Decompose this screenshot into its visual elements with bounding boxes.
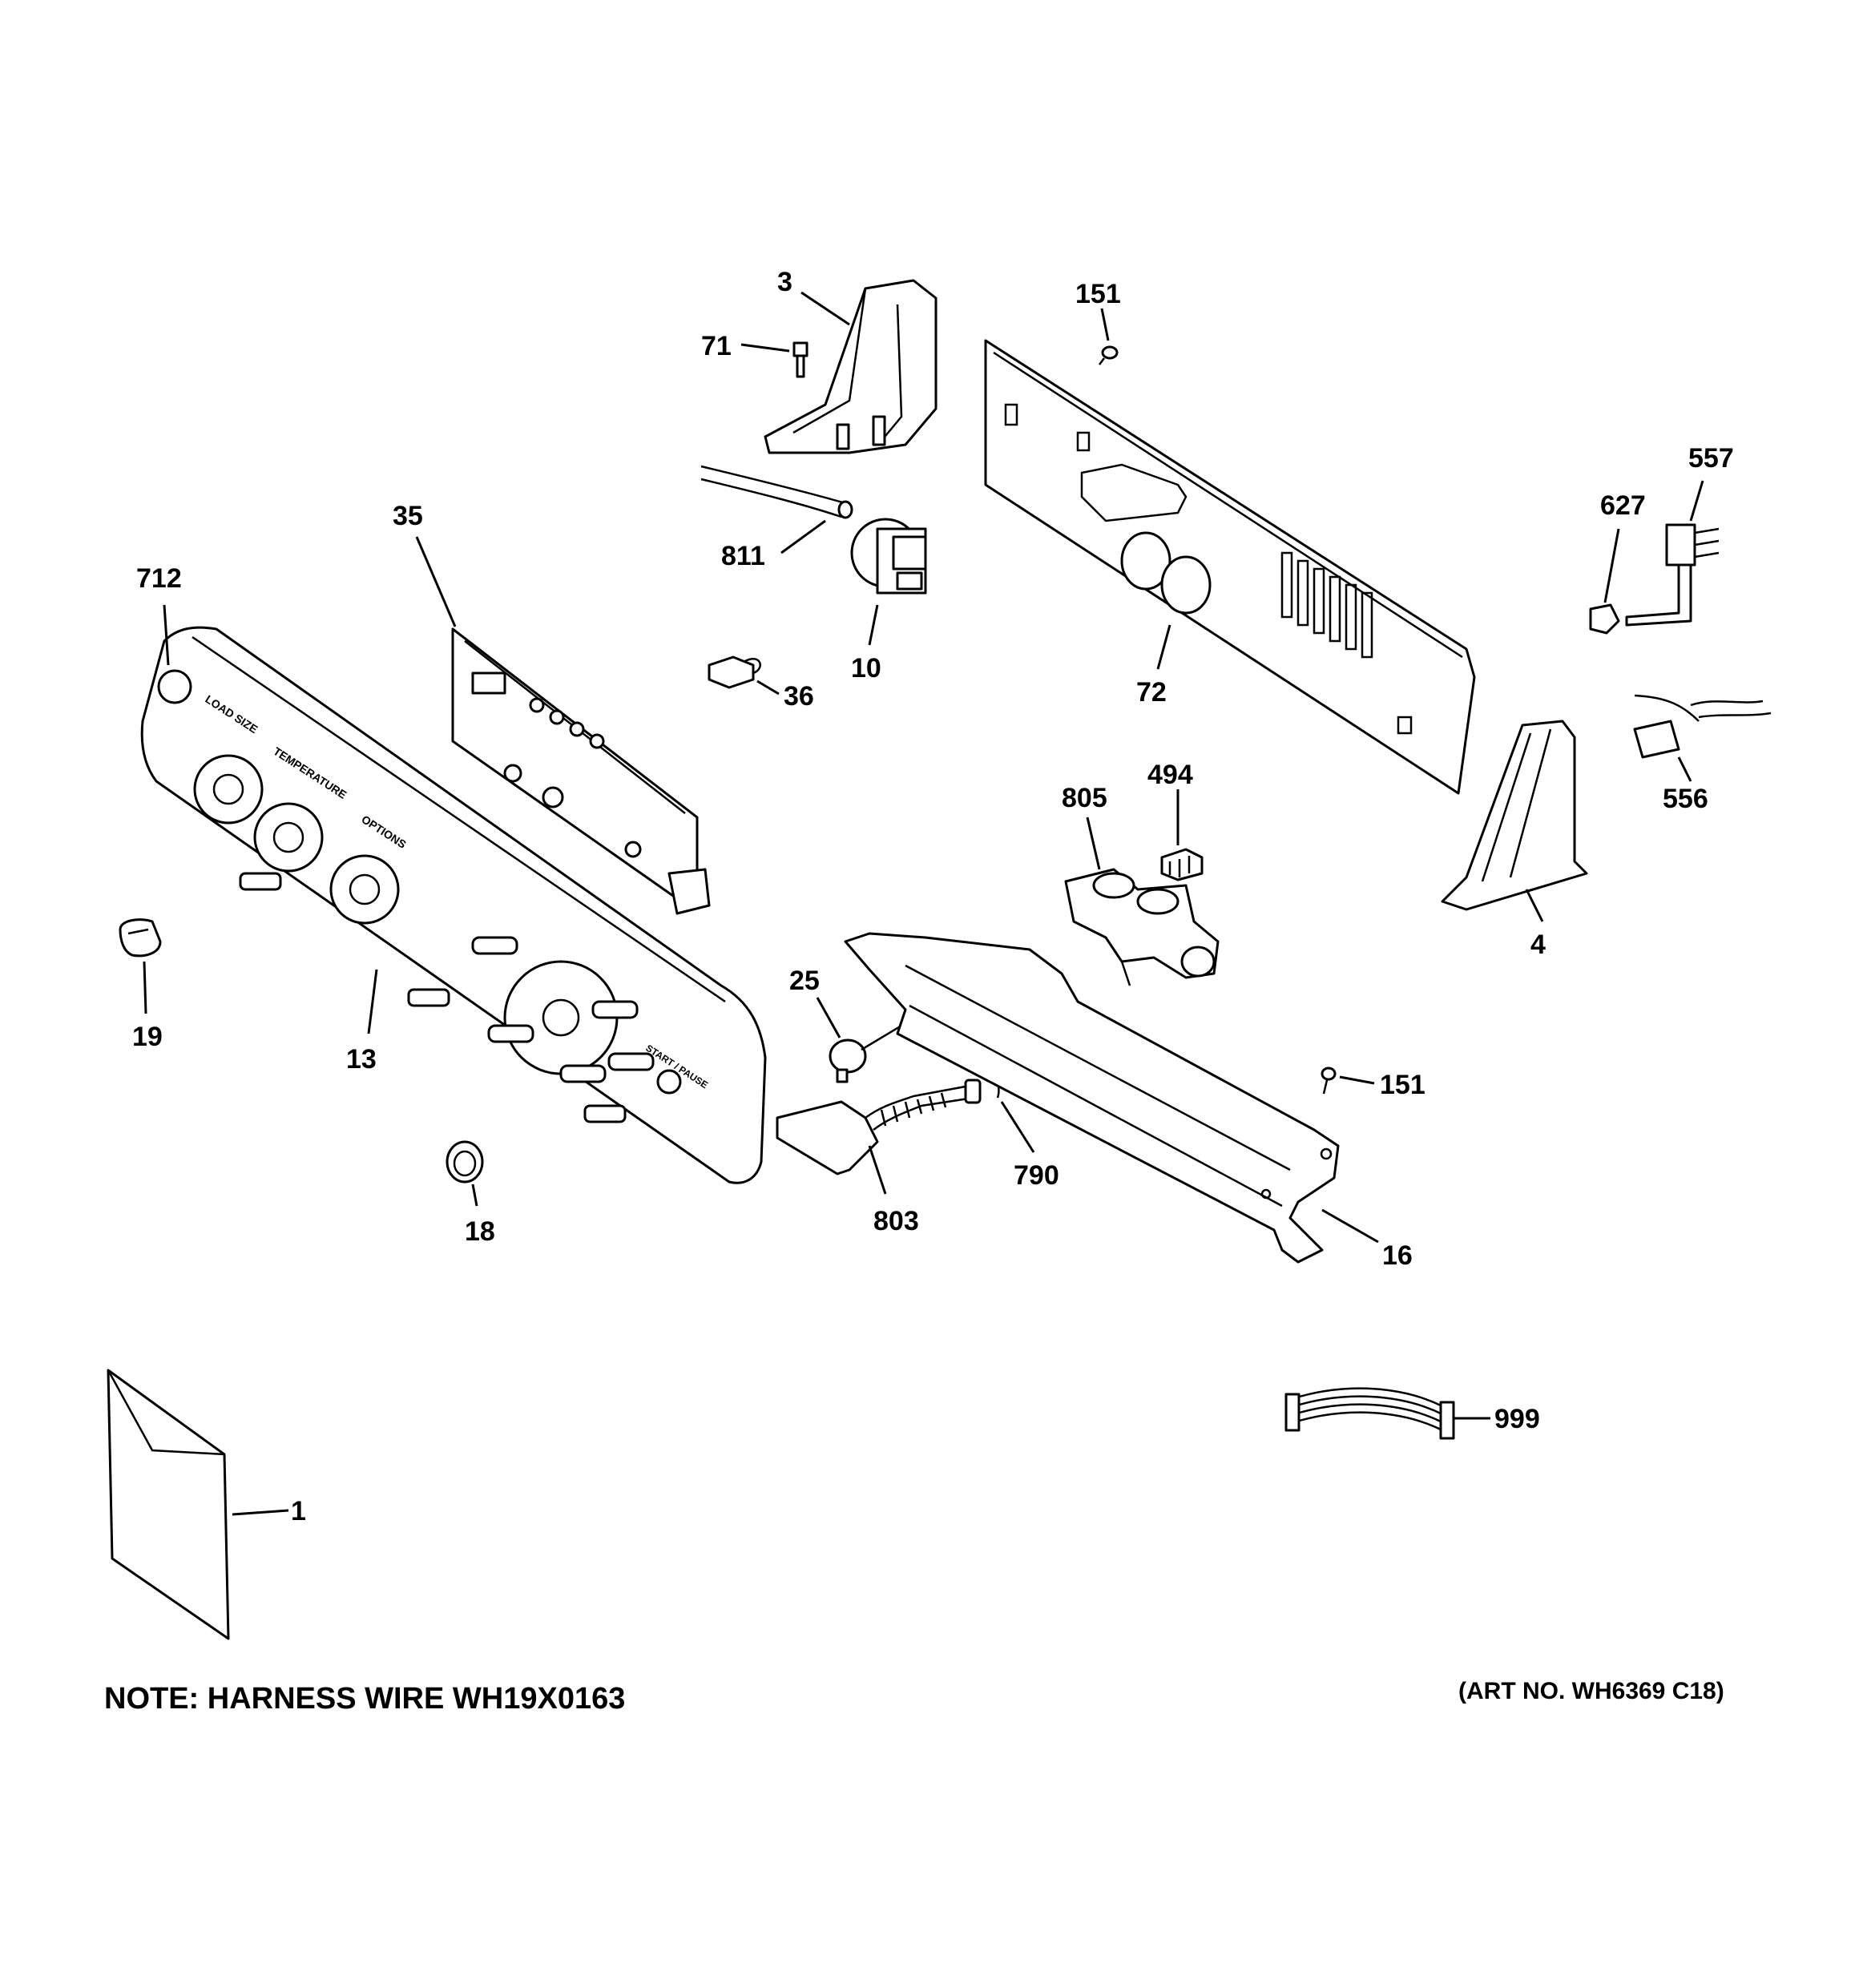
part-13-control-panel: LOAD SIZE TEMPERATURE OPTIONS START / PA… (140, 626, 767, 1184)
callout-35: 35 (393, 501, 423, 531)
part-36-connector (708, 655, 761, 689)
part-557-plug (1625, 523, 1720, 627)
harness-note: NOTE: HARNESS WIRE WH19X0163 (104, 1682, 625, 1716)
part-1-literature (107, 1369, 230, 1640)
callout-25: 25 (789, 966, 820, 996)
callout-151-lower: 151 (1380, 1070, 1425, 1100)
callout-1: 1 (291, 1496, 306, 1526)
callout-999: 999 (1494, 1404, 1540, 1434)
part-25-knob (829, 1012, 922, 1083)
part-19-knob (119, 918, 162, 958)
callout-557: 557 (1688, 443, 1734, 474)
part-803-lid-switch (776, 1079, 982, 1175)
start-pause-button (656, 1069, 682, 1095)
callout-16: 16 (1382, 1240, 1413, 1271)
callout-803: 803 (873, 1206, 919, 1236)
part-16-lower-bracket (844, 932, 1340, 1264)
part-627-clip (1589, 603, 1620, 635)
callout-805: 805 (1062, 783, 1107, 813)
callout-151-top: 151 (1075, 279, 1121, 309)
part-151-screw-top (1099, 345, 1119, 365)
callout-627: 627 (1600, 490, 1646, 521)
temperature-knob (253, 802, 324, 873)
callout-4: 4 (1530, 929, 1546, 960)
callout-19: 19 (132, 1022, 163, 1052)
vent-slots (1280, 551, 1373, 659)
part-3-bracket (764, 279, 938, 454)
part-805-water-valve (1064, 868, 1220, 986)
part-72-rear-panel (984, 339, 1476, 795)
brand-logo (157, 669, 192, 704)
part-18-ring (446, 1140, 484, 1184)
load-size-knob (193, 754, 264, 825)
callout-72: 72 (1136, 677, 1167, 708)
callout-712: 712 (136, 563, 182, 594)
callout-790: 790 (1014, 1160, 1059, 1191)
part-151-screw-lower (1321, 1067, 1337, 1095)
part-999-wire-harness (1284, 1387, 1455, 1440)
part-556-connector (1633, 694, 1772, 759)
part-71-screw (792, 341, 809, 378)
callout-71: 71 (701, 331, 732, 361)
part-10-pressure-switch (850, 518, 927, 595)
callout-10: 10 (851, 653, 881, 684)
callout-811: 811 (721, 541, 765, 571)
part-811-hose (700, 465, 853, 519)
part-494-connector (1160, 848, 1204, 881)
part-35-control-board (451, 627, 711, 915)
callout-13: 13 (346, 1044, 377, 1075)
callout-18: 18 (465, 1216, 495, 1247)
options-knob (329, 854, 400, 925)
callout-556: 556 (1663, 784, 1708, 814)
callout-3: 3 (777, 267, 792, 297)
callout-494: 494 (1147, 760, 1193, 790)
callout-36: 36 (784, 681, 814, 712)
part-4-bracket (1441, 720, 1588, 911)
art-number: (ART NO. WH6369 C18) (1458, 1678, 1724, 1704)
